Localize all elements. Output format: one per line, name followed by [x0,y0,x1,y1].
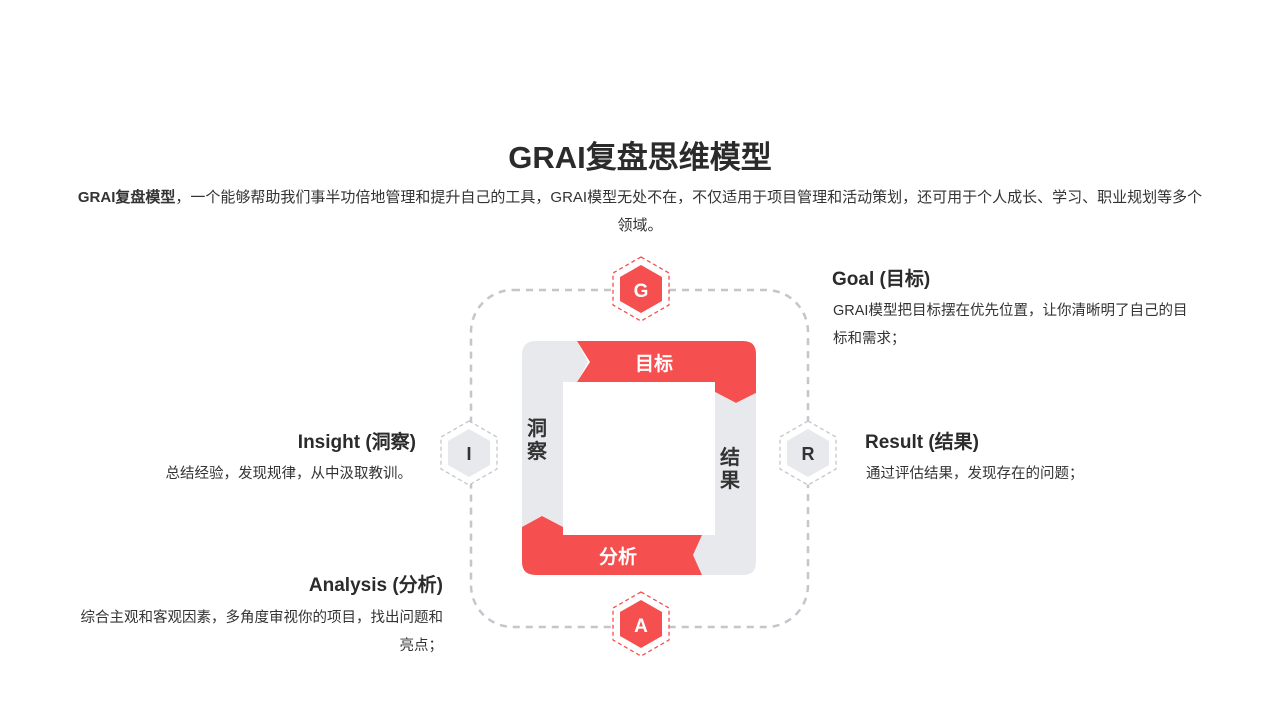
intro-text: ，一个能够帮助我们事半功倍地管理和提升自己的工具，GRAI模型无处不在，不仅适用… [175,189,1203,234]
goal-band-label: 目标 [635,353,673,375]
insight-band [522,341,588,527]
intro-paragraph: GRAI复盘模型，一个能够帮助我们事半功倍地管理和提升自己的工具，GRAI模型无… [75,184,1205,240]
analysis-band-label: 分析 [599,545,637,568]
hex-g: G [612,256,670,322]
intro-bold: GRAI复盘模型 [77,189,176,206]
result-band-label-2: 果 [720,470,740,492]
result-band-label-1: 结 [720,445,740,469]
center-square [563,382,715,535]
hex-a-letter: A [634,616,648,637]
result-band [693,392,756,575]
hex-i-letter: I [466,444,471,464]
hex-i: I [440,420,498,486]
analysis-heading: Analysis (分析) [308,575,443,596]
insight-heading: Insight (洞察) [297,432,416,453]
goal-heading: Goal (目标) [832,269,931,290]
analysis-text: 综合主观和客观因素，多角度审视你的项目，找出问题和亮点； [80,610,444,654]
result-heading: Result (结果) [865,432,980,453]
insight-text: 总结经验，发现规律，从中汲取教训。 [165,466,413,482]
hex-r-letter: R [802,444,815,464]
hex-r: R [779,420,837,486]
result-text: 通过评估结果，发现存在的问题； [866,466,1084,482]
insight-band-label-2: 察 [527,439,548,463]
hex-g-letter: G [634,281,649,302]
goal-text: GRAI模型把目标摆在优先位置，让你清晰明了自己的目标和需求； [833,303,1188,347]
page-title: GRAI复盘思维模型 [508,140,772,175]
analysis-band [522,516,702,575]
insight-band-label-1: 洞 [527,417,547,440]
hex-a: A [612,591,670,657]
goal-band [577,341,756,403]
